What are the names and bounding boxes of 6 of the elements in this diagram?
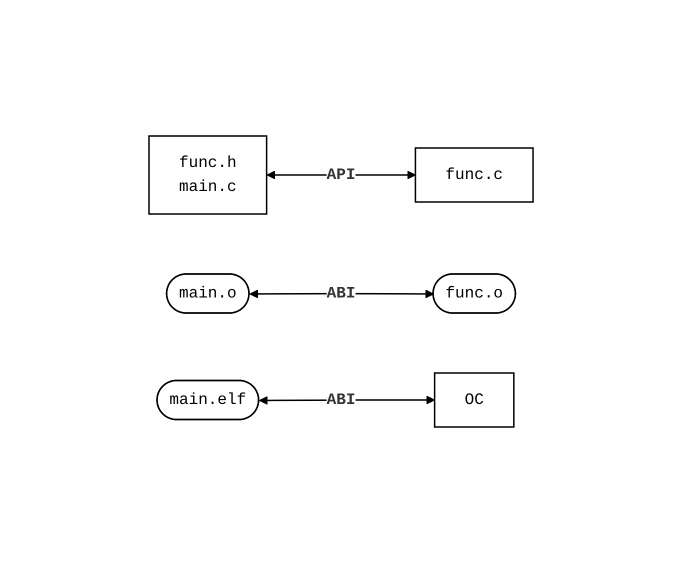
edge-label: ABI [327,390,356,408]
edge-label: ABI [327,284,356,302]
node-box: func.h main.c [148,134,268,214]
node-box: OC [434,372,516,428]
node-box: func.c [415,146,534,202]
edge-label: API [327,166,356,184]
